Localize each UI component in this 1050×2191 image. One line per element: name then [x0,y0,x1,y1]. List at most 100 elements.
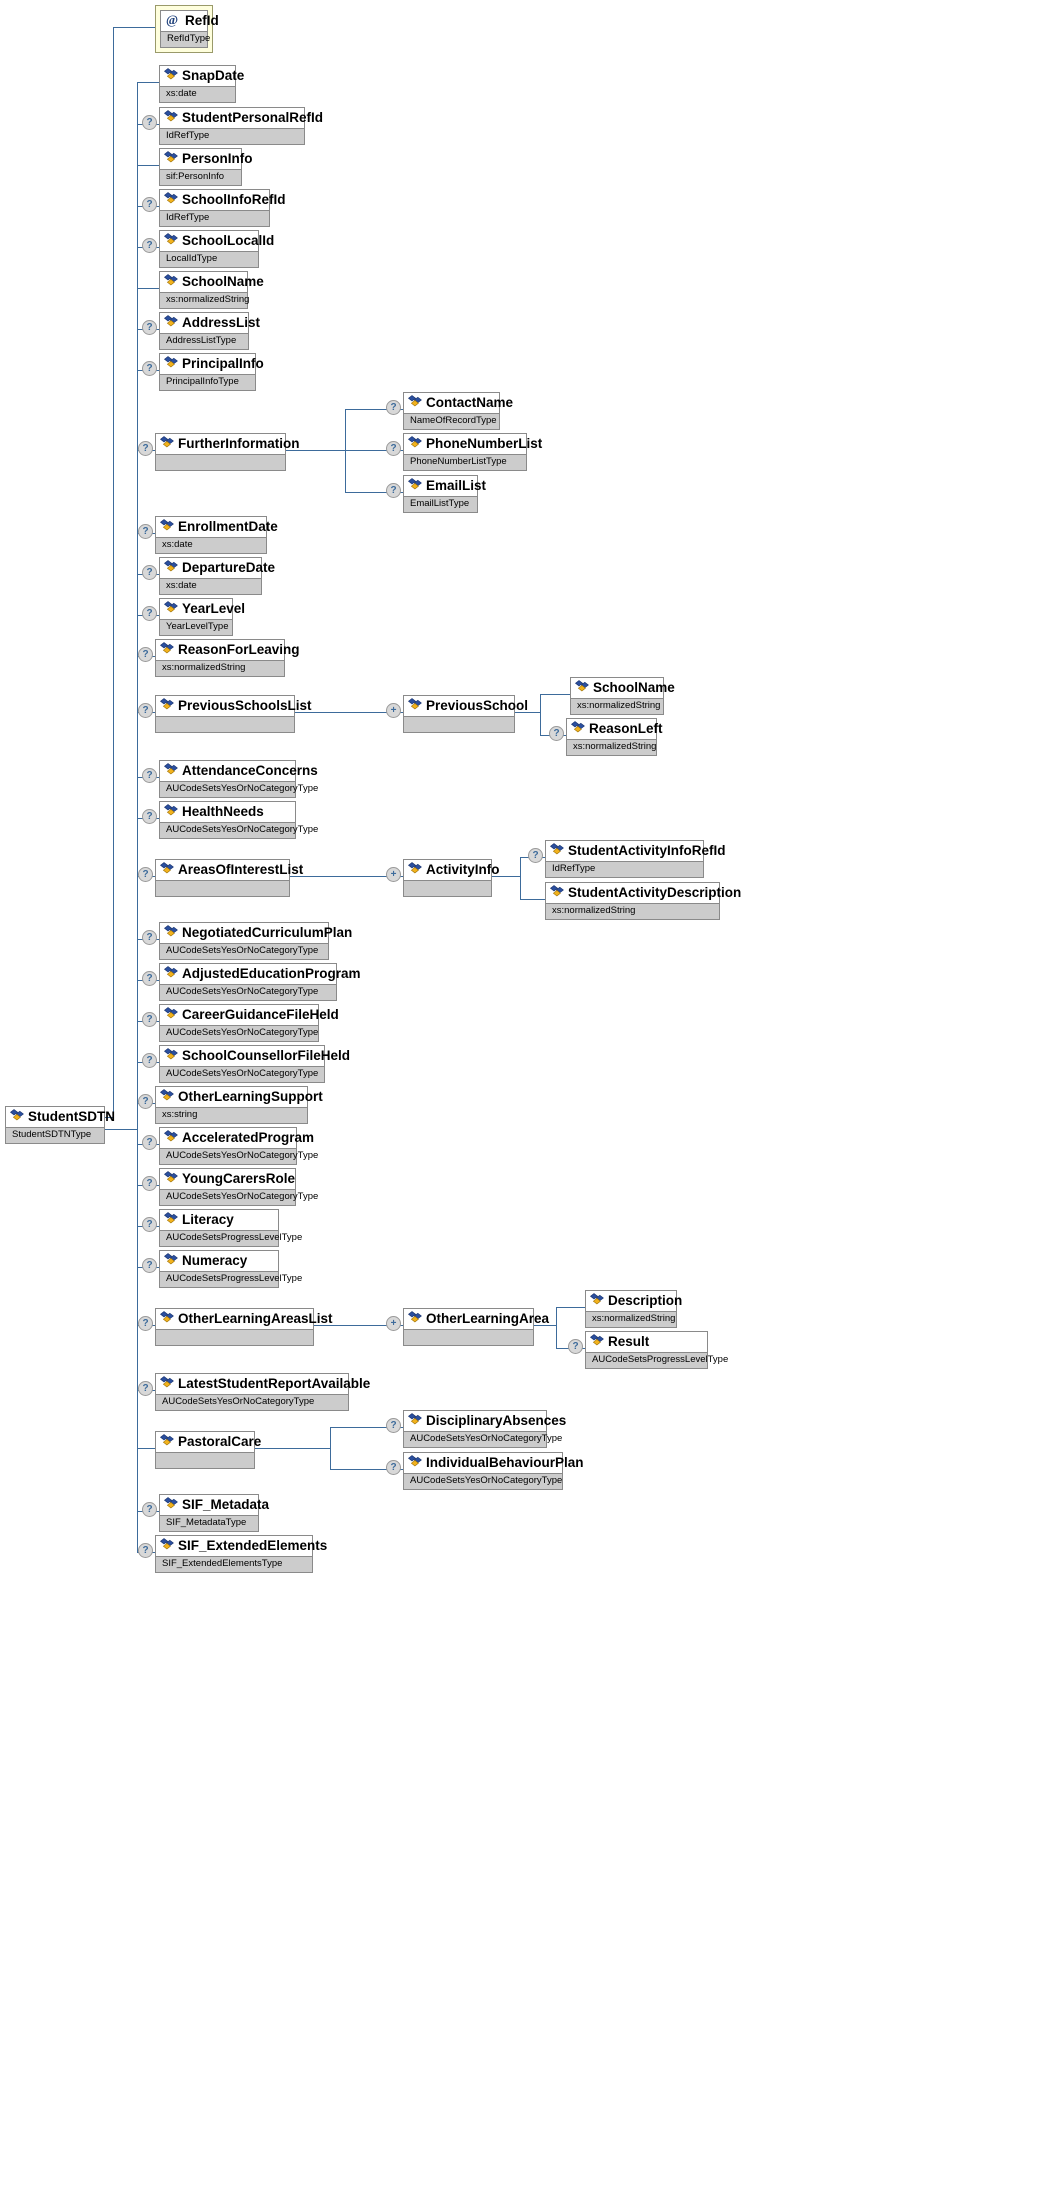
node-name: SchoolName [160,272,264,292]
node-label: AttendanceConcerns [182,763,318,778]
schema-node-OtherLearningArea[interactable]: OtherLearningArea [403,1308,549,1346]
node-type: IdRefType [160,128,304,144]
node-type: xs:string [156,1107,307,1123]
node-name: HealthNeeds [160,802,295,822]
schema-node-FurtherInformation[interactable]: FurtherInformation [155,433,300,471]
node-type: xs:normalizedString [546,903,719,919]
node-label: EnrollmentDate [178,519,278,534]
node-type: YearLevelType [160,619,232,635]
node-name: ReasonForLeaving [156,640,300,660]
schema-node-OtherLearningAreasList[interactable]: OtherLearningAreasList [155,1308,333,1346]
schema-node-Description[interactable]: Description xs:normalizedString [585,1290,682,1328]
node-label: FurtherInformation [178,436,300,451]
connector-line [540,694,541,735]
node-name: IndividualBehaviourPlan [404,1453,584,1473]
node-label: Result [608,1334,650,1349]
node-type: xs:normalizedString [160,292,249,308]
node-type: AUCodeSetsProgressLevelType [160,1230,302,1246]
schema-node-EnrollmentDate[interactable]: EnrollmentDate xs:date [155,516,278,554]
node-name: PastoralCare [156,1432,261,1452]
connector-line [255,1448,330,1449]
node-label: OtherLearningAreasList [178,1311,333,1326]
connector-line [492,876,520,877]
node-type: AUCodeSetsYesOrNoCategoryType [160,1189,318,1205]
node-label: StudentPersonalRefId [182,110,324,125]
schema-node-PreviousSchoolsList[interactable]: PreviousSchoolsList [155,695,312,733]
node-name: YearLevel [160,599,245,619]
node-type [156,880,289,896]
node-name: StudentPersonalRefId [160,108,323,128]
connector-line [286,450,345,451]
schema-node-AreasOfInterestList[interactable]: AreasOfInterestList [155,859,303,897]
node-name: OtherLearningArea [404,1309,549,1329]
expand-plus-icon[interactable]: + [386,1316,401,1331]
optional-question-icon: ? [142,197,157,212]
node-type: AUCodeSetsYesOrNoCategoryType [160,943,328,959]
node-label: DisciplinaryAbsences [426,1413,567,1428]
node-label: YoungCarersRole [182,1171,296,1186]
schema-node-PastoralCare[interactable]: PastoralCare [155,1431,261,1469]
node-type [156,454,285,470]
optional-question-icon: ? [142,1176,157,1191]
node-type: xs:normalizedString [586,1311,676,1327]
connector-line [290,876,381,877]
node-type: xs:date [156,537,266,553]
connector-line [345,492,403,493]
node-label: ReasonForLeaving [178,642,300,657]
node-label: SnapDate [182,68,245,83]
optional-question-icon: ? [568,1339,583,1354]
optional-question-icon: ? [142,1502,157,1517]
schema-node-PreviousSchool[interactable]: PreviousSchool [403,695,528,733]
schema-node-ActivityInfo[interactable]: ActivityInfo [403,859,500,897]
node-label: SchoolName [593,680,675,695]
node-name: AddressList [160,313,260,333]
expand-plus-icon[interactable]: + [386,867,401,882]
node-label: EmailList [426,478,487,493]
node-label: Description [608,1293,683,1308]
node-type: AUCodeSetsYesOrNoCategoryType [160,984,336,1000]
optional-question-icon: ? [142,115,157,130]
node-type: SIF_MetadataType [160,1515,258,1531]
optional-question-icon: ? [138,867,153,882]
expand-plus-icon[interactable]: + [386,703,401,718]
connector-line [137,82,138,1129]
node-label: StudentActivityInfoRefId [568,843,726,858]
